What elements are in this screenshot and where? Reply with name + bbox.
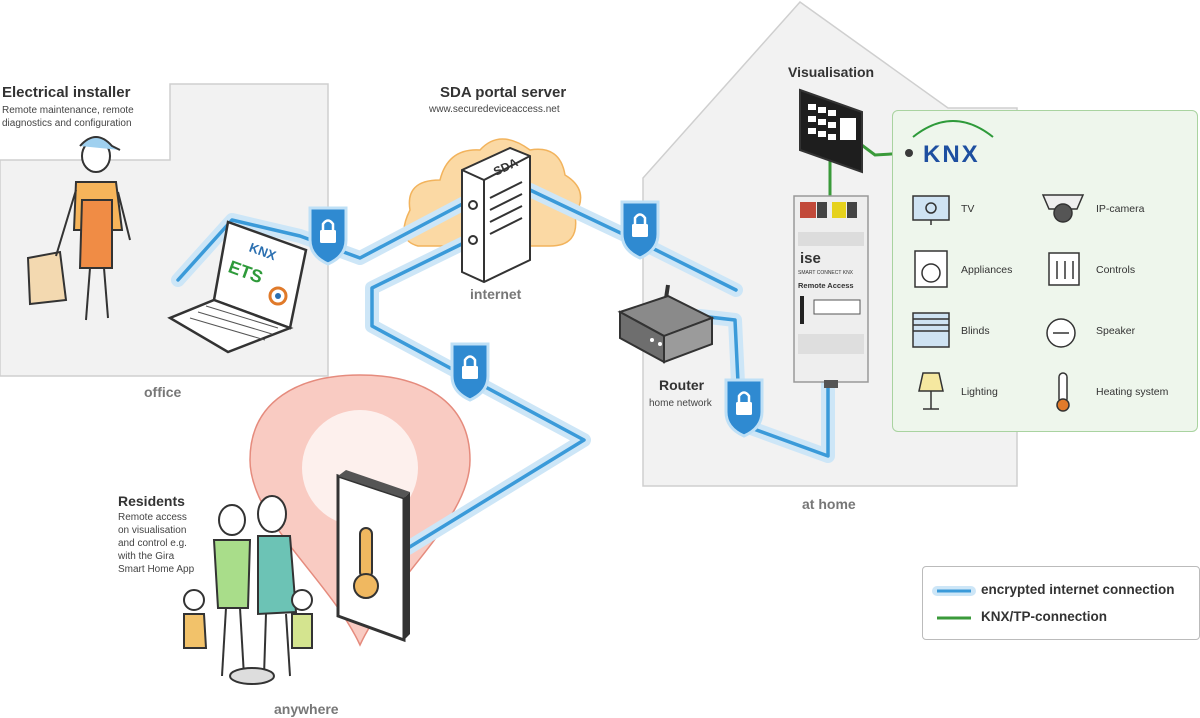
tv-icon bbox=[912, 195, 950, 225]
camera-icon bbox=[1041, 194, 1085, 223]
office-label: office bbox=[144, 384, 182, 400]
installer-figure bbox=[26, 136, 131, 321]
controls-icon bbox=[1048, 252, 1080, 286]
knx-arc bbox=[912, 120, 994, 138]
smartphone-icon bbox=[336, 470, 410, 643]
knx-logo: KNX bbox=[923, 141, 980, 168]
knx-panel-graphics bbox=[905, 120, 1085, 412]
residents-desc-line: with the Gira bbox=[118, 551, 175, 562]
blinds-icon bbox=[912, 312, 950, 348]
home-label: at home bbox=[802, 496, 856, 512]
device-label-tv: TV bbox=[961, 203, 975, 215]
router-subtitle: home network bbox=[649, 398, 712, 409]
installer-description: Remote maintenance, remote diagnostics a… bbox=[2, 104, 134, 130]
visualisation-screen bbox=[799, 88, 863, 174]
device-label-heating: Heating system bbox=[1096, 386, 1169, 398]
laptop-icon bbox=[167, 220, 308, 354]
device-label-controls: Controls bbox=[1096, 264, 1136, 276]
residents-figure bbox=[183, 495, 313, 685]
lamp-icon bbox=[918, 372, 944, 410]
installer-link bbox=[176, 198, 472, 282]
anywhere-label: anywhere bbox=[274, 701, 339, 717]
residents-desc-line: on visualisation bbox=[118, 525, 187, 536]
residents-title: Residents bbox=[118, 493, 185, 509]
module-brand: ise bbox=[800, 250, 821, 267]
residents-description: Remote access on visualisation and contr… bbox=[118, 511, 194, 576]
module-line2: Remote Access bbox=[798, 281, 854, 290]
residents-desc-line: Remote access bbox=[118, 512, 187, 523]
internet-label: internet bbox=[470, 286, 522, 302]
residents-desc-line: Smart Home App bbox=[118, 564, 195, 575]
visualisation-label: Visualisation bbox=[788, 64, 875, 80]
knx-node bbox=[905, 149, 913, 157]
speaker-icon bbox=[1046, 318, 1076, 348]
router-icon bbox=[617, 284, 715, 364]
lock-icon bbox=[620, 200, 660, 260]
washing-machine-icon bbox=[914, 250, 948, 288]
device-label-blinds: Blinds bbox=[961, 325, 990, 337]
module-line1: SMART CONNECT KNX bbox=[798, 270, 854, 276]
lock-icon bbox=[450, 342, 490, 402]
remote-access-module bbox=[793, 195, 869, 388]
device-label-lighting: Lighting bbox=[961, 386, 998, 398]
legend-encrypted-label: encrypted internet connection bbox=[981, 582, 1175, 597]
portal-url: www.securedeviceaccess.net bbox=[429, 104, 560, 115]
server-icon bbox=[461, 146, 531, 284]
device-label-ip-camera: IP-camera bbox=[1096, 203, 1145, 215]
installer-title: Electrical installer bbox=[2, 84, 131, 101]
residents-desc-line: and control e.g. bbox=[118, 538, 187, 549]
lock-icon bbox=[724, 378, 764, 438]
thermometer-icon bbox=[1056, 372, 1070, 412]
legend: encrypted internet connection KNX/TP-con… bbox=[922, 566, 1200, 640]
device-label-speaker: Speaker bbox=[1096, 325, 1136, 337]
residents-link bbox=[370, 238, 586, 550]
device-label-appliances: Appliances bbox=[961, 264, 1013, 276]
legend-knx-label: KNX/TP-connection bbox=[981, 609, 1108, 624]
router-title: Router bbox=[659, 377, 705, 393]
legend-swatches bbox=[932, 586, 976, 620]
portal-title: SDA portal server bbox=[440, 84, 567, 101]
lock-icon bbox=[308, 206, 348, 266]
knx-panel: KNX TV IP-camera Appliances Controls Bli… bbox=[892, 110, 1198, 432]
installer-desc-line: diagnostics and configuration bbox=[2, 118, 132, 129]
installer-desc-line: Remote maintenance, remote bbox=[2, 105, 134, 116]
